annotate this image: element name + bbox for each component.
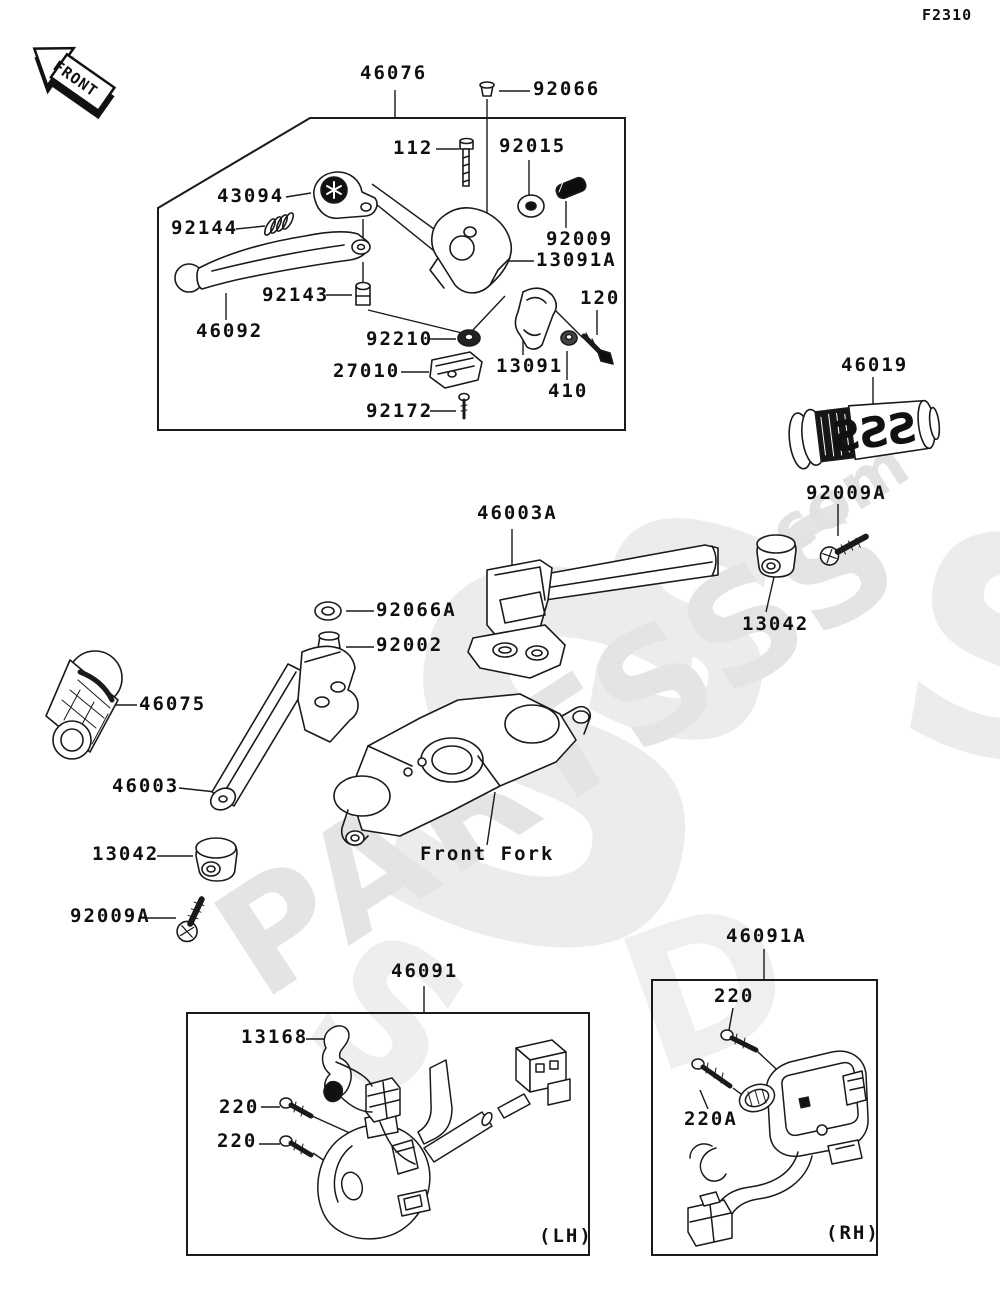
label-92172: 92172 bbox=[366, 400, 434, 422]
label-92143: 92143 bbox=[262, 284, 330, 306]
weight-13042-left-icon bbox=[195, 837, 238, 882]
washer-410-icon bbox=[560, 330, 578, 346]
clamp-13091-icon bbox=[514, 287, 558, 350]
label-46019: 46019 bbox=[841, 354, 909, 376]
label-92009a-left: 92009A bbox=[70, 905, 151, 927]
screw-92172-icon bbox=[458, 392, 470, 420]
pivot-43094-icon bbox=[313, 171, 378, 220]
screw-220-upper-icon bbox=[279, 1097, 314, 1119]
screw-220-lower-icon bbox=[279, 1135, 314, 1158]
throttle-grip-46019-icon: SSS bbox=[788, 399, 941, 470]
bushing-92143-icon bbox=[355, 281, 371, 306]
label-43094: 43094 bbox=[217, 185, 285, 207]
left-handle-46003-icon bbox=[209, 645, 359, 811]
label-13042-left: 13042 bbox=[92, 843, 160, 865]
washer-92066a-icon bbox=[314, 601, 342, 621]
spring-92144-icon bbox=[263, 212, 295, 236]
screw-92009a-left-icon bbox=[176, 896, 205, 943]
rh-switch-housing-icon bbox=[738, 1050, 869, 1165]
damper-92015-icon bbox=[517, 194, 545, 218]
label-lh-side: (LH) bbox=[539, 1225, 593, 1247]
lh-switch-housing-icon bbox=[317, 1111, 431, 1240]
label-46075: 46075 bbox=[139, 693, 207, 715]
label-rh-side: (RH) bbox=[826, 1222, 880, 1244]
label-92009a-right: 92009A bbox=[806, 482, 887, 504]
label-220-lower: 220 bbox=[217, 1130, 258, 1152]
weight-13042-right-icon bbox=[756, 534, 797, 578]
lh-harness-icon bbox=[335, 1039, 571, 1165]
bolt-120-icon bbox=[581, 332, 614, 365]
label-112: 112 bbox=[393, 137, 434, 159]
label-92066a: 92066A bbox=[376, 599, 457, 621]
label-13042-right: 13042 bbox=[742, 613, 810, 635]
rh-switch-assembly-box bbox=[651, 979, 878, 1256]
label-92009: 92009 bbox=[546, 228, 614, 250]
choke-lever-13168-icon bbox=[321, 1025, 352, 1103]
right-handle-46003a-icon bbox=[467, 544, 719, 679]
lever-46092-icon bbox=[174, 231, 371, 293]
switch-27010-icon bbox=[429, 351, 483, 389]
label-220-upper: 220 bbox=[219, 1096, 260, 1118]
label-120: 120 bbox=[580, 287, 621, 309]
label-46091a: 46091A bbox=[726, 925, 807, 947]
label-410: 410 bbox=[548, 380, 589, 402]
left-grip-46075-icon bbox=[45, 650, 123, 760]
label-92210: 92210 bbox=[366, 328, 434, 350]
label-27010: 27010 bbox=[333, 360, 401, 382]
label-13091: 13091 bbox=[496, 355, 564, 377]
label-46091: 46091 bbox=[391, 960, 459, 982]
label-220a: 220A bbox=[684, 1108, 738, 1130]
label-46003: 46003 bbox=[112, 775, 180, 797]
front-arrow-icon: FRONT bbox=[32, 46, 117, 120]
lh-switch-assembly-box bbox=[186, 1012, 590, 1256]
rh-harness-icon bbox=[687, 1143, 813, 1247]
holder-13091a-icon bbox=[429, 207, 512, 294]
label-46076: 46076 bbox=[360, 62, 428, 84]
label-92002: 92002 bbox=[376, 634, 444, 656]
screw-220-right-icon bbox=[720, 1029, 759, 1053]
label-92066: 92066 bbox=[533, 78, 601, 100]
label-92144: 92144 bbox=[171, 217, 239, 239]
label-46092: 46092 bbox=[196, 320, 264, 342]
screw-92009a-right-icon bbox=[819, 533, 869, 566]
label-13091a: 13091A bbox=[536, 249, 617, 271]
label-front-fork: Front Fork bbox=[420, 843, 555, 865]
lever-assembly-box bbox=[157, 117, 626, 431]
screw-220a-icon bbox=[691, 1058, 733, 1089]
bolt-92066-icon bbox=[479, 81, 495, 97]
screw-92009-icon bbox=[555, 176, 587, 200]
bolt-112-icon bbox=[459, 137, 474, 187]
label-13168: 13168 bbox=[241, 1026, 309, 1048]
label-92015: 92015 bbox=[499, 135, 567, 157]
label-46003a: 46003A bbox=[477, 502, 558, 524]
nut-92210-icon bbox=[457, 329, 481, 347]
svg-text:S: S bbox=[873, 461, 1000, 842]
label-220-right: 220 bbox=[714, 985, 755, 1007]
diagram-code: F2310 bbox=[922, 6, 973, 24]
grip-tread-pattern: SSS bbox=[827, 403, 919, 462]
front-fork-icon bbox=[333, 693, 592, 846]
